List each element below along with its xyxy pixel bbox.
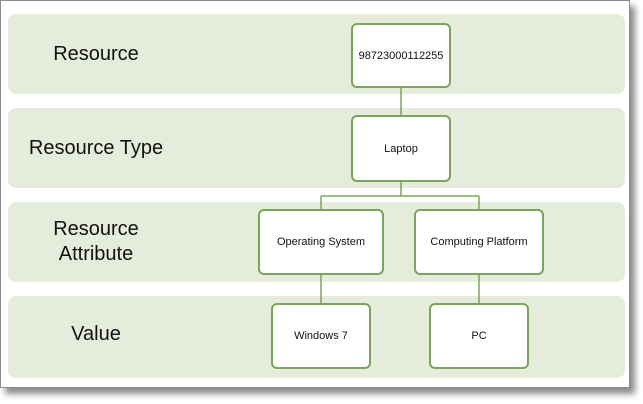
label-resource-attribute: Resource Attribute bbox=[53, 218, 139, 265]
node-laptop: Laptop bbox=[351, 115, 451, 182]
node-computing-platform: Computing Platform bbox=[414, 209, 544, 275]
node-pc: PC bbox=[429, 303, 529, 369]
node-resource-id: 98723000112255 bbox=[351, 23, 451, 88]
label-value: Value bbox=[71, 323, 121, 345]
band-resource-type bbox=[8, 108, 625, 188]
connector-lines bbox=[320, 88, 480, 303]
label-resource-type: Resource Type bbox=[28, 137, 164, 159]
node-operating-system: Operating System bbox=[258, 209, 384, 275]
diagram-frame: Resource Resource Type Resource Attribut… bbox=[0, 0, 630, 388]
label-resource: Resource bbox=[53, 43, 139, 65]
node-windows-7: Windows 7 bbox=[271, 303, 371, 369]
band-resource bbox=[8, 14, 625, 94]
